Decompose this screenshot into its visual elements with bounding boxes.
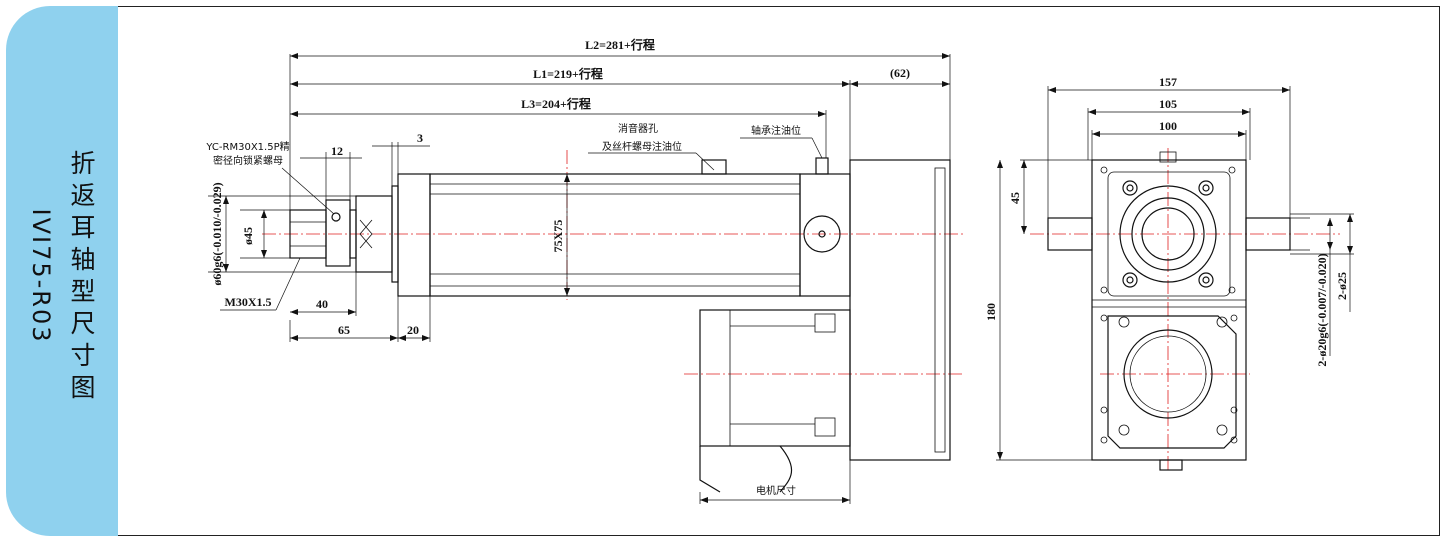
- dim-105: 105: [1159, 97, 1177, 111]
- dim-40: 40: [316, 297, 328, 311]
- title-char: 寸: [70, 341, 96, 370]
- bearing-label: 轴承注油位: [751, 124, 801, 137]
- dim-45: 45: [1008, 192, 1022, 204]
- dim-20: 20: [407, 323, 419, 337]
- muffler-label-2: 及丝杆螺母注油位: [602, 140, 682, 153]
- drawing-frame: [118, 6, 1440, 536]
- dim-180: 180: [984, 303, 998, 321]
- title-char: 轴: [70, 245, 96, 274]
- sidebar: 折返耳轴型尺寸图 IVI75-R03: [6, 6, 118, 536]
- diagram-title: 折返耳轴型尺寸图: [66, 148, 100, 404]
- dim-phi25: 2-ø25: [1335, 272, 1349, 300]
- dim-100: 100: [1159, 119, 1177, 133]
- dim-phi20: 2-ø20g6(-0.007/-0.020): [1315, 253, 1329, 366]
- dim-l2: L2=281+行程: [585, 37, 655, 52]
- nut-label-2: 密径向锁紧螺母: [213, 154, 283, 167]
- dim-157: 157: [1159, 75, 1177, 89]
- nut-label-1: YC-RM30X1.5P精: [205, 140, 289, 153]
- side-view: L2=281+行程 L1=219+行程 (62) L3=204+行程 3 12 …: [205, 37, 965, 504]
- dim-3: 3: [417, 131, 423, 145]
- title-char: 图: [70, 373, 96, 402]
- dim-phi60: ø60g6(-0.010/-0.029): [210, 182, 224, 285]
- dim-tube: 75X75: [551, 220, 565, 253]
- dim-l1: L1=219+行程: [533, 66, 603, 81]
- dim-12: 12: [331, 144, 343, 158]
- motor-size-label: 电机尺寸: [756, 484, 796, 497]
- title-char: 返: [70, 181, 96, 210]
- dim-phi45: ø45: [241, 227, 255, 245]
- thread-label: M30X1.5: [225, 295, 272, 309]
- dim-65: 65: [338, 323, 350, 337]
- dim-62: (62): [890, 66, 910, 80]
- title-char: 耳: [70, 213, 96, 242]
- title-char: 尺: [70, 309, 96, 338]
- title-char: 型: [70, 277, 96, 306]
- title-char: 折: [70, 149, 96, 178]
- muffler-label-1: 消音器孔: [618, 122, 658, 135]
- dim-l3: L3=204+行程: [521, 96, 591, 111]
- front-view: 157 105 100 45 180 2-ø20g6(-0.007/-0.020…: [984, 75, 1354, 471]
